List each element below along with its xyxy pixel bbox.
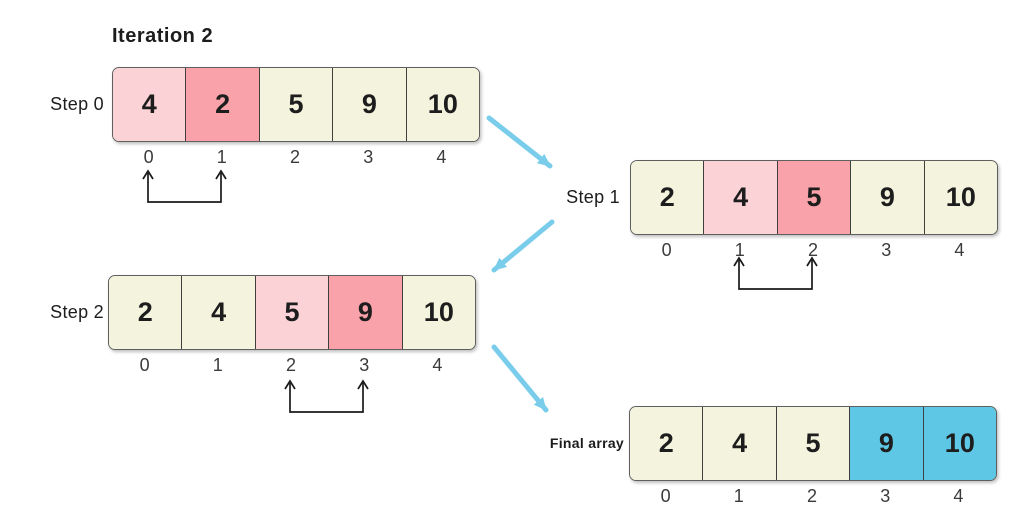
array-cell: 5 [259, 68, 334, 141]
index-label: 1 [733, 486, 744, 506]
diagram-title: Iteration 2 [112, 25, 214, 47]
array-cell: 9 [851, 161, 925, 234]
final-array-index-row: 0 1 2 3 4 [629, 485, 995, 507]
step1-array: 2 4 5 9 10 [630, 160, 998, 235]
array-cell: 10 [924, 161, 997, 234]
array-cell: 4 [703, 407, 777, 480]
array-cell: 5 [255, 276, 330, 349]
index-label: 1 [734, 240, 745, 260]
array-cell: 10 [406, 68, 479, 141]
step1-index-row: 0 1 2 3 4 [630, 239, 996, 261]
array-cell: 10 [923, 407, 996, 480]
flow-arrow-step0-to-step1 [486, 115, 553, 169]
step1-label: Step 1 [566, 187, 620, 207]
step0-array: 4 2 5 9 10 [112, 67, 480, 142]
step2-label: Step 2 [50, 302, 104, 322]
array-cell: 9 [850, 407, 924, 480]
index-label: 2 [807, 486, 818, 506]
index-label: 0 [143, 147, 154, 167]
array-cell: 4 [182, 276, 256, 349]
final-array-label: Final array [549, 435, 624, 451]
index-label: 3 [359, 355, 370, 375]
array-cell: 5 [776, 407, 851, 480]
array-cell: 4 [704, 161, 778, 234]
index-label: 0 [139, 355, 150, 375]
flow-arrow-step2-to-final [491, 344, 549, 413]
array-cell: 10 [402, 276, 475, 349]
array-cell: 4 [113, 68, 187, 141]
index-label: 3 [880, 486, 891, 506]
flow-arrow-step1-to-step2 [491, 219, 555, 273]
index-label: 4 [436, 147, 447, 167]
array-cell: 9 [329, 276, 403, 349]
step2-index-row: 0 1 2 3 4 [108, 354, 474, 376]
index-label: 3 [363, 147, 374, 167]
index-label: 2 [286, 355, 297, 375]
index-label: 1 [216, 147, 227, 167]
step0-label: Step 0 [50, 94, 104, 114]
index-label: 2 [808, 240, 819, 260]
index-label: 1 [212, 355, 223, 375]
index-label: 4 [953, 486, 964, 506]
index-label: 4 [954, 240, 965, 260]
step1-swap-arrow [733, 256, 818, 290]
array-cell: 2 [186, 68, 260, 141]
array-cell: 5 [777, 161, 852, 234]
index-label: 0 [660, 486, 671, 506]
step2-array: 2 4 5 9 10 [108, 275, 476, 350]
index-label: 0 [661, 240, 672, 260]
index-label: 3 [881, 240, 892, 260]
final-array: 2 4 5 9 10 [629, 406, 997, 481]
index-label: 4 [432, 355, 443, 375]
index-label: 2 [290, 147, 301, 167]
array-cell: 2 [109, 276, 183, 349]
array-cell: 2 [631, 161, 705, 234]
step2-swap-arrow [284, 379, 369, 413]
array-cell: 9 [333, 68, 407, 141]
array-cell: 2 [630, 407, 704, 480]
step0-swap-arrow [142, 169, 227, 203]
step0-index-row: 0 1 2 3 4 [112, 146, 478, 168]
